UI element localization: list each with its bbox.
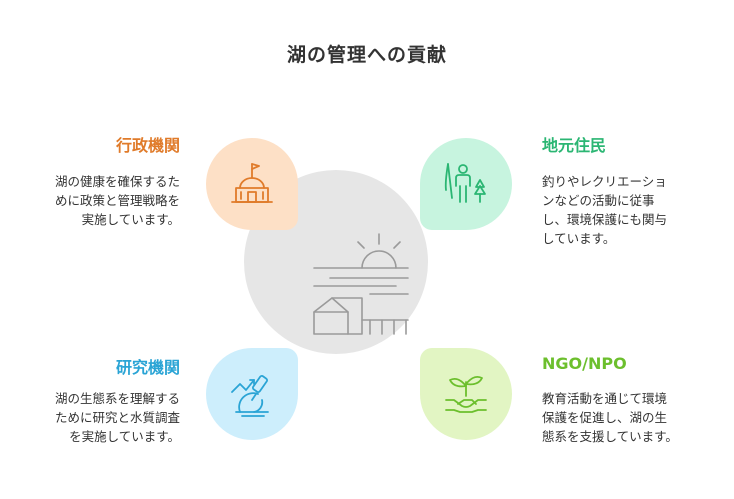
local-desc-line: し、環境保護にも関与 xyxy=(542,212,668,227)
local-residents-petal xyxy=(420,138,512,230)
admin-heading: 行政機関 xyxy=(115,136,180,155)
research-heading: 研究機関 xyxy=(115,358,180,377)
ngo-desc-line: 教育活動を通じて環境 xyxy=(542,391,668,406)
research-description: 湖の生態系を理解する ために研究と水質調査 を実施しています。 xyxy=(20,389,180,446)
admin-desc-line: 湖の健康を確保するた xyxy=(54,174,180,189)
admin-desc-line: 実施しています。 xyxy=(81,212,180,227)
diagram-title: 湖の管理への貢献 xyxy=(286,44,447,66)
research-petal xyxy=(206,348,298,440)
local-desc-line: 釣りやレクリエーショ xyxy=(542,174,667,189)
microscope-icon xyxy=(231,375,269,417)
fishing-person-tree-icon xyxy=(444,163,486,203)
local-desc-line: ンなどの活動に従事 xyxy=(542,193,655,208)
admin-petal xyxy=(206,138,298,230)
research-desc-line: を実施しています。 xyxy=(69,429,180,444)
admin-desc-line: めに政策と管理戦略を xyxy=(54,193,180,208)
local-residents-description: 釣りやレクリエーショ ンなどの活動に従事 し、環境保護にも関与 しています。 xyxy=(542,172,702,248)
ngo-petal xyxy=(420,348,512,440)
government-building-icon xyxy=(231,163,273,203)
research-desc-line: ために研究と水質調査 xyxy=(54,410,180,425)
ngo-desc-line: 保護を促進し、湖の生 xyxy=(542,410,668,425)
admin-description: 湖の健康を確保するた めに政策と管理戦略を 実施しています。 xyxy=(20,172,180,229)
research-desc-line: 湖の生態系を理解する xyxy=(54,391,180,406)
ngo-desc-line: 態系を支援しています。 xyxy=(542,429,678,444)
local-desc-line: しています。 xyxy=(542,231,616,246)
handshake-plant-icon xyxy=(445,375,487,413)
local-residents-heading: 地元住民 xyxy=(542,136,607,155)
lake-sunrise-house-icon xyxy=(313,233,409,335)
ngo-heading: NGO/NPO xyxy=(542,354,627,373)
ngo-description: 教育活動を通じて環境 保護を促進し、湖の生 態系を支援しています。 xyxy=(542,389,717,446)
